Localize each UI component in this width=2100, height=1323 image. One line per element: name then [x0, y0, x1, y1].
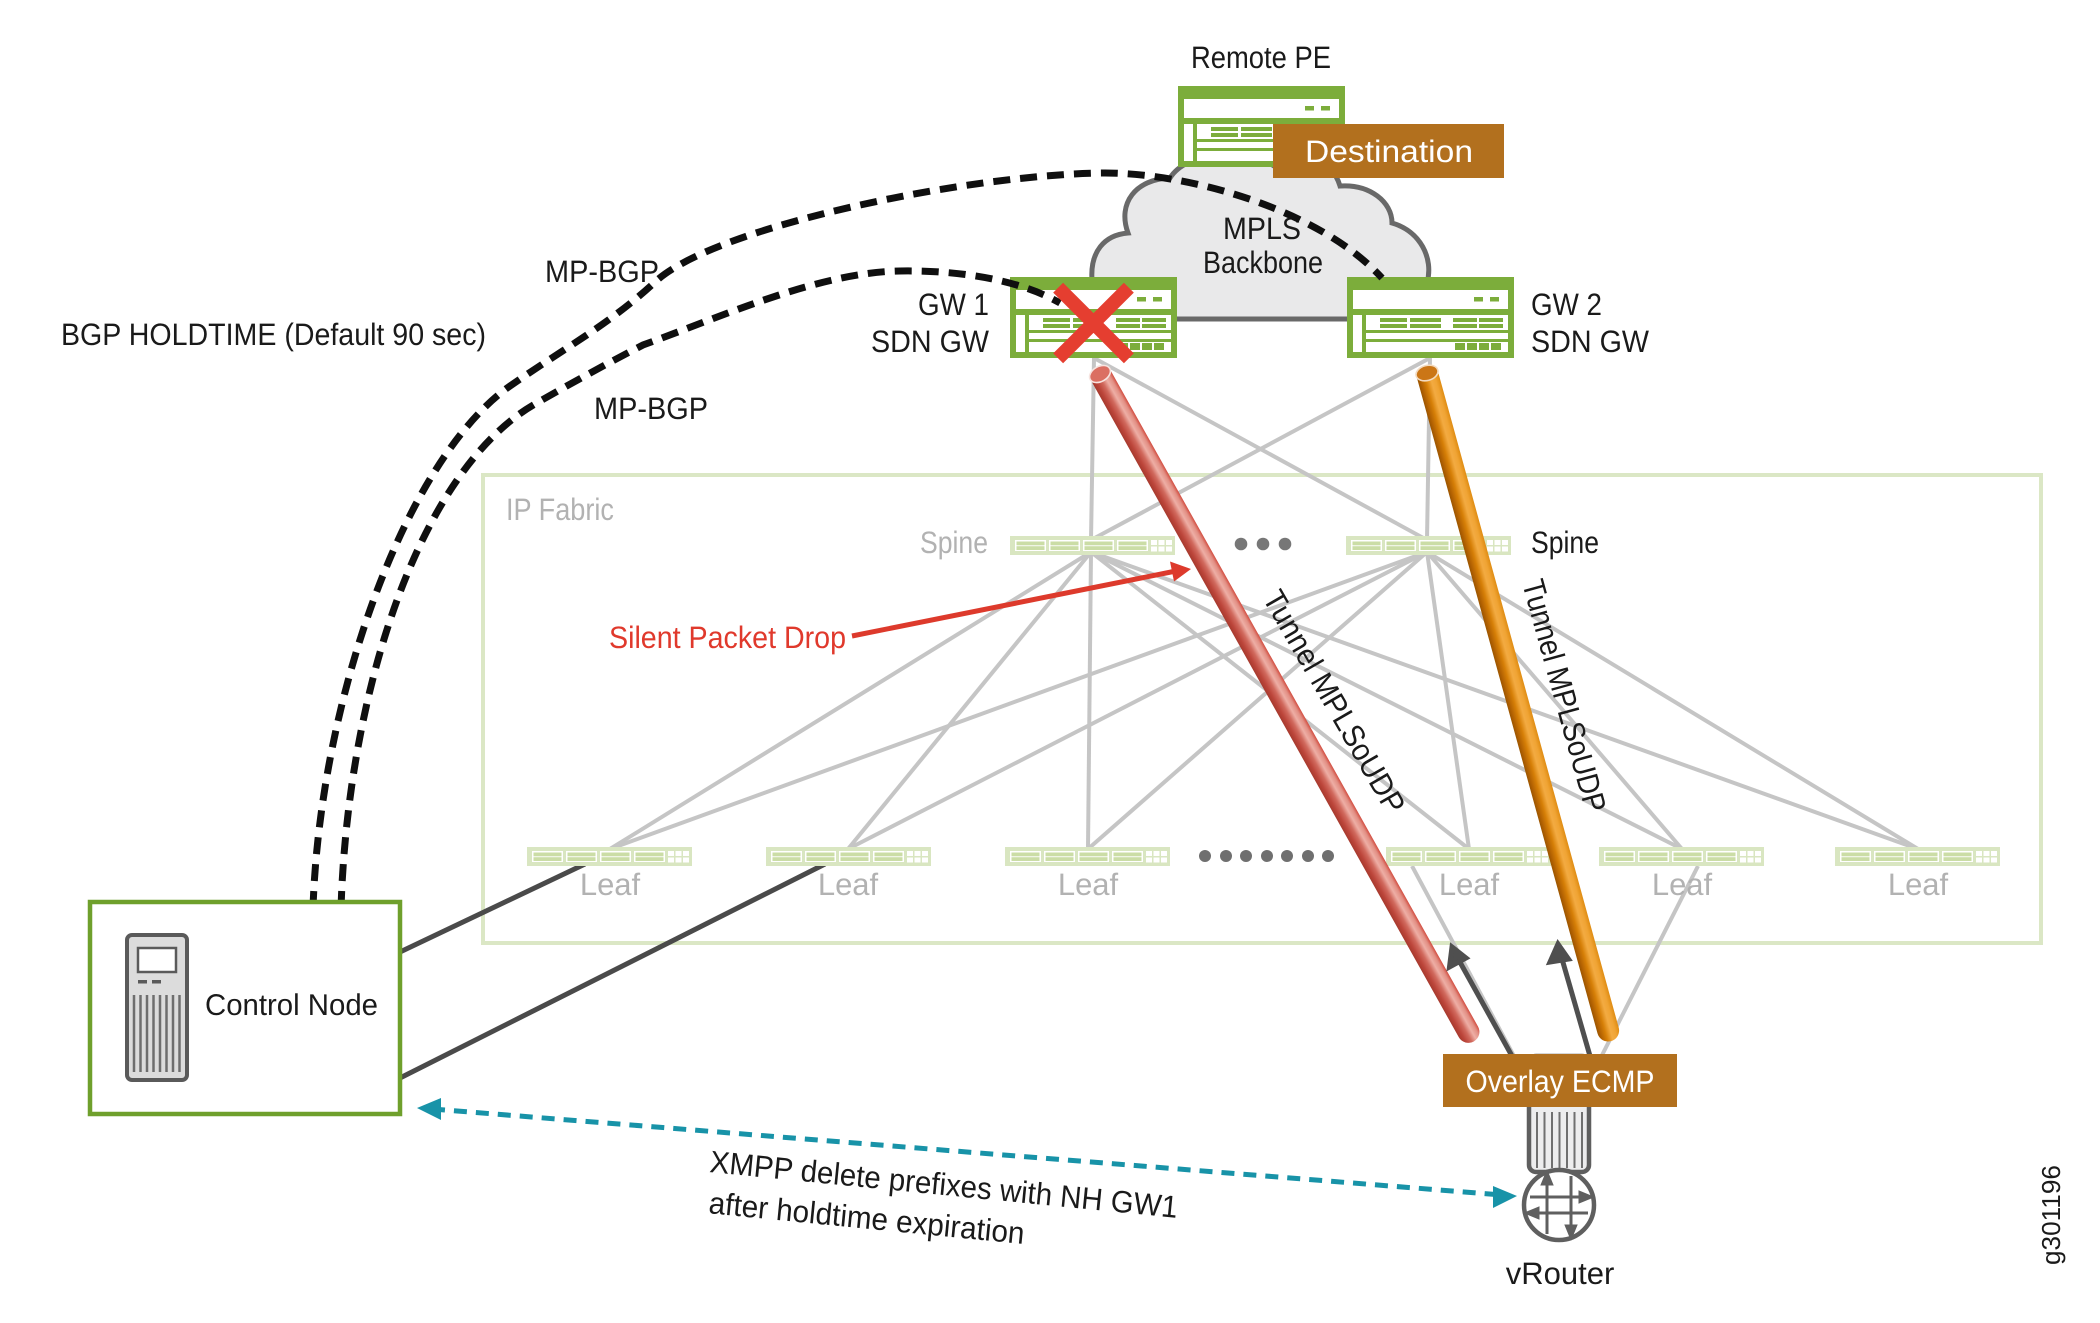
svg-text:Backbone: Backbone: [1203, 245, 1323, 280]
svg-text:Leaf: Leaf: [580, 867, 641, 902]
svg-text:Control Node: Control Node: [205, 989, 378, 1022]
svg-text:SDN GW: SDN GW: [1531, 324, 1650, 359]
svg-text:Spine: Spine: [1531, 525, 1599, 560]
svg-text:Leaf: Leaf: [1888, 867, 1949, 902]
svg-text:Silent Packet Drop: Silent Packet Drop: [609, 620, 846, 655]
svg-text:Leaf: Leaf: [1058, 867, 1119, 902]
svg-text:IP Fabric: IP Fabric: [506, 492, 614, 527]
svg-text:BGP HOLDTIME (Default 90 sec): BGP HOLDTIME (Default 90 sec): [61, 317, 486, 352]
svg-text:Destination: Destination: [1305, 134, 1473, 169]
svg-text:MP-BGP: MP-BGP: [545, 254, 659, 289]
svg-text:SDN GW: SDN GW: [871, 324, 990, 359]
svg-text:Remote PE: Remote PE: [1191, 40, 1331, 75]
svg-text:Leaf: Leaf: [1439, 867, 1500, 902]
svg-text:Overlay ECMP: Overlay ECMP: [1466, 1064, 1655, 1099]
svg-text:Spine: Spine: [920, 525, 988, 560]
svg-text:MP-BGP: MP-BGP: [594, 391, 708, 426]
svg-text:g301196: g301196: [2036, 1165, 2066, 1265]
svg-text:vRouter: vRouter: [1506, 1256, 1615, 1291]
svg-text:Leaf: Leaf: [818, 867, 879, 902]
svg-text:GW 2: GW 2: [1531, 287, 1602, 322]
svg-text:Leaf: Leaf: [1652, 867, 1713, 902]
svg-text:GW 1: GW 1: [918, 287, 989, 322]
